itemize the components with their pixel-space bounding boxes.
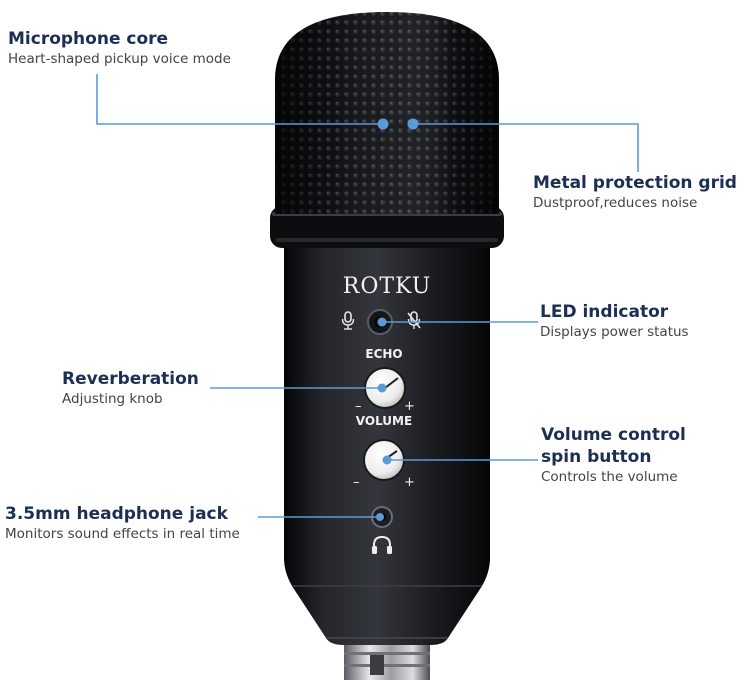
callout-title: LED indicator — [540, 302, 669, 322]
callout-volume-control: Volume control spin button Controls the … — [541, 424, 686, 486]
callout-description: Dustproof,reduces noise — [533, 195, 698, 211]
callout-led-indicator: LED indicator Displays power status — [540, 302, 689, 341]
callout-title: Reverberation — [62, 369, 199, 389]
leader-dot-grid — [407, 118, 419, 130]
callout-metal-protection-grid: Metal protection grid Dustproof,reduces … — [533, 173, 737, 212]
leader-dot-volume — [382, 455, 392, 465]
callout-description: Adjusting knob — [62, 391, 163, 407]
volume-minus-label: – — [353, 475, 360, 490]
chrome-connector — [344, 640, 430, 680]
headphone-icon — [372, 535, 392, 554]
leader-dot-jack — [376, 513, 384, 521]
leader-dots — [376, 118, 419, 521]
echo-minus-label: – — [355, 399, 362, 414]
head-collar-ring — [270, 206, 504, 248]
leader-dot-reverb — [377, 383, 387, 393]
callout-description: Displays power status — [540, 324, 689, 340]
leader-line-grid — [413, 123, 639, 172]
leader-dot-led — [377, 317, 387, 327]
brand-logo: ROTKU — [343, 274, 431, 299]
callout-title: 3.5mm headphone jack — [5, 504, 228, 524]
callout-title-line-1: Volume control — [541, 425, 686, 445]
callout-description: Heart-shaped pickup voice mode — [8, 51, 231, 67]
volume-label: VOLUME — [356, 414, 412, 428]
callout-title: Microphone core — [8, 29, 169, 49]
echo-plus-label: + — [404, 399, 415, 414]
callout-reverberation: Reverberation Adjusting knob — [62, 369, 199, 408]
leader-dot-core — [377, 118, 389, 130]
leader-line-core — [96, 74, 383, 125]
callout-description: Controls the volume — [541, 469, 678, 485]
callout-microphone-core: Microphone core Heart-shaped pickup voic… — [8, 29, 231, 68]
callout-description: Monitors sound effects in real time — [5, 526, 240, 542]
callout-title: Metal protection grid — [533, 173, 737, 193]
volume-plus-label: + — [404, 475, 415, 490]
callout-headphone-jack: 3.5mm headphone jack Monitors sound effe… — [5, 504, 240, 543]
microphone-icon — [341, 311, 355, 330]
echo-label: ECHO — [365, 347, 402, 361]
leader-lines — [96, 74, 639, 518]
callout-title-line-2: spin button — [541, 447, 652, 467]
